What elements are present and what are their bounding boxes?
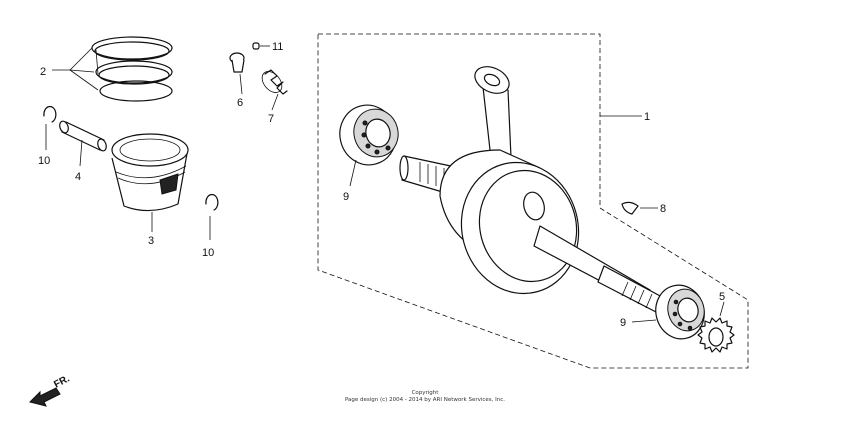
leader-9b (631, 319, 657, 323)
callout-8[interactable]: 8 (660, 203, 666, 215)
bearing-left[interactable] (333, 99, 403, 171)
piston-pin[interactable] (58, 120, 108, 152)
leader-2 (52, 47, 93, 71)
leader-6 (239, 73, 243, 95)
callout-7[interactable]: 7 (268, 113, 274, 125)
callout-9a[interactable]: 9 (343, 191, 349, 203)
leader-9a (349, 159, 357, 187)
callout-1[interactable]: 1 (644, 111, 650, 123)
callout-10a[interactable]: 10 (38, 155, 50, 167)
pin-clip-right[interactable] (205, 193, 219, 211)
callout-9b[interactable]: 9 (620, 317, 626, 329)
front-label: FR. (52, 373, 72, 390)
copyright-line2: Page design (c) 2004 - 2014 by ARI Netwo… (345, 397, 505, 403)
leader-4 (79, 139, 83, 167)
callout-4[interactable]: 4 (75, 171, 81, 183)
pin-clip-left[interactable] (43, 105, 57, 123)
front-arrow-icon (29, 387, 61, 407)
spring[interactable] (258, 68, 288, 97)
dowel-pin[interactable] (252, 42, 260, 50)
leader-5 (719, 301, 725, 317)
copyright-line1: Copyright (412, 390, 440, 396)
bearing-right[interactable] (650, 280, 710, 345)
crankshaft[interactable] (399, 62, 665, 313)
callout-5[interactable]: 5 (719, 291, 725, 303)
callout-3[interactable]: 3 (148, 235, 154, 247)
piston[interactable] (111, 133, 189, 212)
woodruff-key[interactable] (621, 201, 639, 215)
leader-7 (271, 93, 279, 111)
piston-rings[interactable] (91, 36, 173, 102)
callout-6[interactable]: 6 (237, 97, 243, 109)
callout-11[interactable]: 11 (272, 41, 283, 53)
bolt[interactable] (229, 52, 245, 73)
timing-sprocket[interactable] (697, 317, 735, 353)
assembly-boundary (317, 33, 749, 369)
callout-2[interactable]: 2 (40, 66, 46, 78)
front-direction-indicator: FR. (29, 373, 72, 407)
callout-10b[interactable]: 10 (202, 247, 214, 259)
